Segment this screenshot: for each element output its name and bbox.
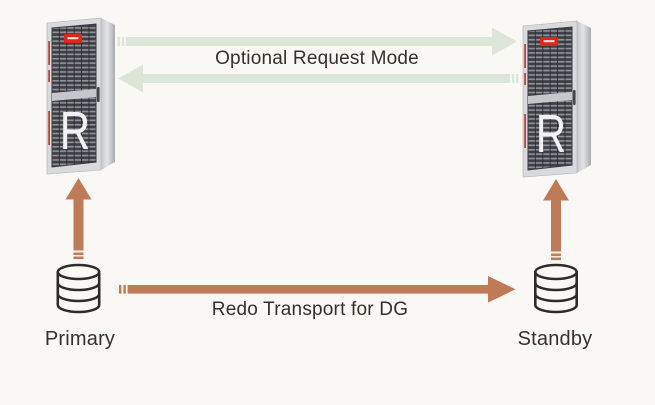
redo-transport-label: Redo Transport for DG [211,299,409,320]
standby-db-label: Standby [517,328,593,350]
primary-db-label: Primary [44,328,116,350]
standby-db-to-rack-arrow [543,179,569,261]
standby-server-rack [522,20,592,178]
optional-request-arrow-left [118,64,519,93]
optional-request-arrow-right [117,27,517,56]
primary-database-icon [56,263,101,314]
redo-transport-arrow [119,276,516,303]
primary-server-rack [46,17,116,175]
primary-db-to-rack-arrow [65,178,92,260]
standby-database-icon [533,263,579,314]
optional-request-mode-label: Optional Request Mode [215,48,419,69]
